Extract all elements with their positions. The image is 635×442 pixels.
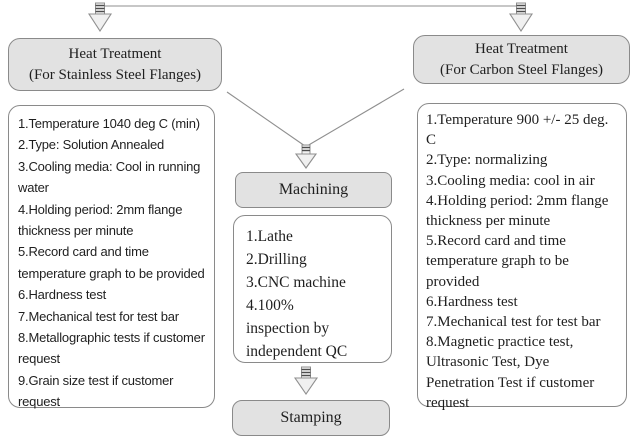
stamping-box: Stamping	[232, 400, 390, 436]
list-item: 7.Mechanical test for test bar	[18, 308, 179, 324]
machining-steps-list: 1.Lathe 2.Drilling 3.CNC machine 4.100% …	[233, 215, 392, 363]
list-item: 6.Hardness test	[18, 287, 107, 303]
stamping-label: Stamping	[280, 409, 342, 426]
list-item: 4.100% inspection by independent QC	[246, 297, 348, 360]
process-title: Heat Treatment	[475, 40, 568, 57]
down-arrow-icon	[293, 366, 319, 395]
heat-treatment-carbon-box: Heat Treatment (For Carbon Steel Flanges…	[413, 35, 630, 84]
list-item: 8.Magnetic practice test, Ultrasonic Tes…	[426, 334, 595, 411]
list-item: 1.Lathe	[246, 228, 293, 245]
list-item: 1.Temperature 900 +/- 25 deg. C	[426, 112, 609, 149]
list-item: 5.Record card and time temperature graph…	[18, 244, 205, 281]
process-subtitle: (For Carbon Steel Flanges)	[440, 61, 603, 78]
machining-label: Machining	[278, 181, 349, 198]
list-item: 3.CNC machine	[246, 274, 346, 291]
stainless-steps-list: 1.Temperature 1040 deg C (min) 2.Type: S…	[8, 105, 215, 409]
list-item: 2.Type: normalizing	[426, 152, 548, 169]
list-item: 8.Metallographic tests if customer reque…	[18, 330, 205, 367]
down-arrow-icon	[294, 144, 318, 169]
list-item: 2.Type: Solution Annealed	[18, 137, 165, 153]
list-item: 6.Hardness test	[426, 293, 518, 310]
process-subtitle: (For Stainless Steel Flanges)	[28, 66, 202, 83]
machining-box: Machining	[235, 172, 392, 208]
process-title: Heat Treatment	[68, 45, 162, 62]
diagonal-right-line	[306, 88, 405, 147]
heat-treatment-stainless-box: Heat Treatment (For Stainless Steel Flan…	[8, 38, 222, 91]
list-item: 3.Cooling media: cool in air	[426, 172, 595, 189]
list-item: 1.Temperature 1040 deg C (min)	[18, 116, 200, 131]
diagonal-left-line	[226, 91, 306, 147]
down-arrow-icon	[87, 2, 113, 33]
list-item: 7.Mechanical test for test bar	[426, 314, 601, 331]
list-item: 4.Holding period: 2mm flange thickness p…	[426, 192, 609, 230]
down-arrow-icon	[508, 2, 534, 33]
list-item: 3.Cooling media: Cool in running water	[18, 158, 201, 196]
list-item: 9.Grain size test if customer request	[18, 372, 174, 410]
list-item: 5.Record card and time temperature graph…	[426, 233, 569, 290]
list-item: 2.Drilling	[246, 251, 307, 268]
list-item: 4.Holding period: 2mm flange thickness p…	[18, 201, 183, 239]
carbon-steps-list: 1.Temperature 900 +/- 25 deg. C 2.Type: …	[417, 103, 627, 411]
